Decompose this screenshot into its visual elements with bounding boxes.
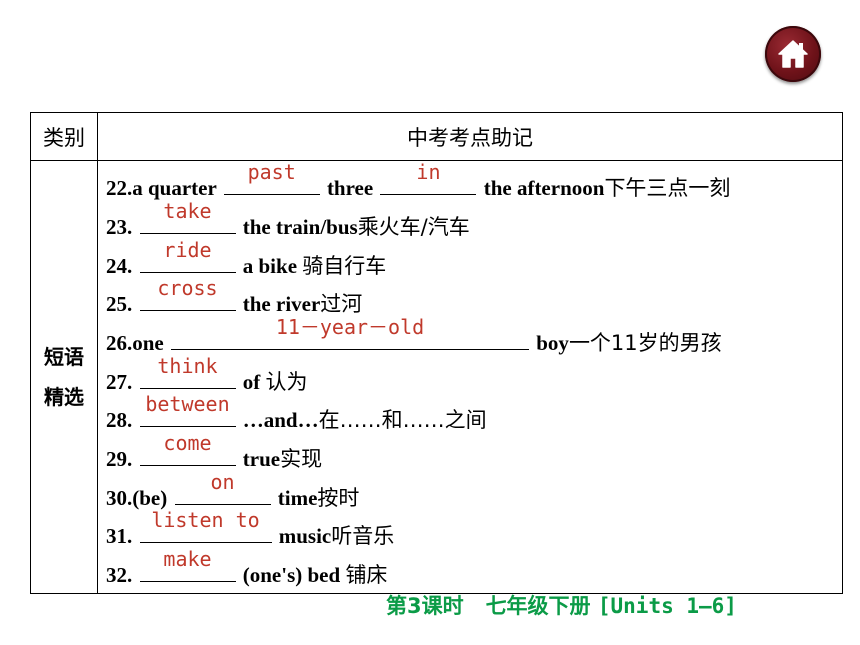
phrase-row-22: 22.a quarter past three in the afternoon… xyxy=(106,160,731,200)
category-cell: 短语 精选 xyxy=(30,160,98,594)
answer-text: think xyxy=(157,354,218,378)
answer-text: in xyxy=(416,160,441,184)
phrase-row-23: 23. take the train/bus乘火车/汽车 xyxy=(106,199,470,239)
answer-blank[interactable]: make xyxy=(139,547,236,582)
answer-blank[interactable]: ride xyxy=(139,238,236,273)
home-icon xyxy=(778,40,808,68)
footer-lesson: 第3课时 xyxy=(386,594,464,618)
answer-blank[interactable]: take xyxy=(139,199,236,234)
answer-blank[interactable]: think xyxy=(139,354,236,389)
header-category: 类别 xyxy=(30,112,98,161)
header-content: 中考考点助记 xyxy=(97,112,843,161)
phrase-list: 22.a quarter past three in the afternoon… xyxy=(97,160,843,594)
home-button[interactable] xyxy=(765,26,821,82)
answer-text: take xyxy=(163,199,212,223)
answer-blank[interactable]: on xyxy=(174,470,271,505)
answer-text: make xyxy=(163,547,212,571)
phrase-row-25: 25. cross the river过河 xyxy=(106,276,363,316)
answer-text: come xyxy=(163,431,212,455)
answer-text: 11－year－old xyxy=(275,315,425,339)
footer-caption: 第3课时 七年级下册 [Units 1—6] xyxy=(386,590,737,620)
category-line-1: 短语 xyxy=(44,345,84,369)
answer-blank[interactable]: 11－year－old xyxy=(171,315,529,350)
answer-text: past xyxy=(247,160,296,184)
answer-blank[interactable]: past xyxy=(223,160,320,195)
answer-text: cross xyxy=(157,276,218,300)
category-line-2: 精选 xyxy=(44,385,84,409)
phrase-row-26: 26.one 11－year－old boy一个11岁的男孩 xyxy=(106,315,722,355)
footer-grade: 七年级下册 xyxy=(485,594,591,618)
answer-text: on xyxy=(210,470,235,494)
phrase-row-30: 30.(be) on time按时 xyxy=(106,470,360,510)
phrase-row-32: 32. make (one's) bed 铺床 xyxy=(106,547,388,587)
answer-blank[interactable]: listen to xyxy=(139,508,272,543)
phrase-row-28: 28. between …and…在……和……之间 xyxy=(106,392,487,432)
footer-units: [Units 1—6] xyxy=(597,594,737,618)
answer-blank[interactable]: in xyxy=(380,160,477,195)
phrase-row-29: 29. come true实现 xyxy=(106,431,323,471)
phrase-row-31: 31. listen to music听音乐 xyxy=(106,508,395,548)
phrase-table: 类别 中考考点助记 短语 精选 22.a quarter past three … xyxy=(30,112,843,594)
phrase-row-24: 24. ride a bike 骑自行车 xyxy=(106,238,387,278)
answer-text: listen to xyxy=(151,508,260,532)
answer-blank[interactable]: between xyxy=(139,392,236,427)
answer-blank[interactable]: cross xyxy=(139,276,236,311)
answer-text: between xyxy=(145,392,230,416)
answer-text: ride xyxy=(163,238,212,262)
phrase-row-27: 27. think of 认为 xyxy=(106,354,308,394)
answer-blank[interactable]: come xyxy=(139,431,236,466)
